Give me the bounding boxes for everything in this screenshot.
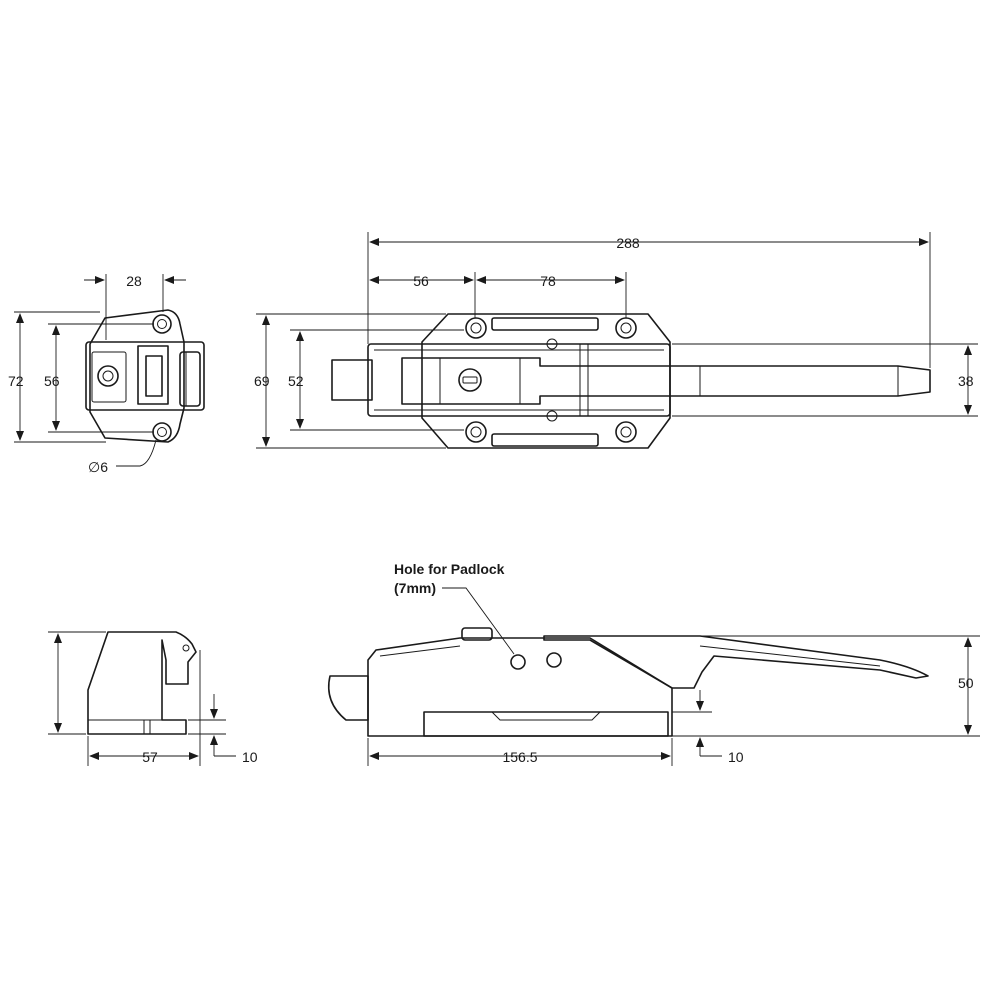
top-view: 288 56 78 69 52 38 [254,232,978,449]
dim-top-overall-length: 288 [616,235,640,251]
front-view: 28 72 56 ∅6 [8,273,205,475]
dim-front-height-inner: 56 [44,373,60,389]
dim-side-depth: 57 [142,749,158,765]
side-view: 57 10 [48,631,258,766]
dim-profile-height: 50 [958,675,974,691]
dim-front-height-outer: 72 [8,373,24,389]
dim-hole-diameter: ∅6 [88,459,108,475]
dim-top-height-inner: 52 [288,373,304,389]
dim-top-offset: 56 [413,273,429,289]
padlock-note-line1: Hole for Padlock [394,561,505,577]
dim-handle-height: 38 [958,373,974,389]
dim-profile-length: 156.5 [502,749,537,765]
dim-profile-base-thickness: 10 [728,749,744,765]
padlock-note-line2: (7mm) [394,580,436,596]
profile-view: 156.5 10 50 Hole for Padlock (7mm) [327,561,980,766]
dim-front-width: 28 [126,273,142,289]
dim-top-hole-spacing: 78 [540,273,556,289]
dim-side-base-thickness: 10 [242,749,258,765]
dim-top-height-outer: 69 [254,373,270,389]
